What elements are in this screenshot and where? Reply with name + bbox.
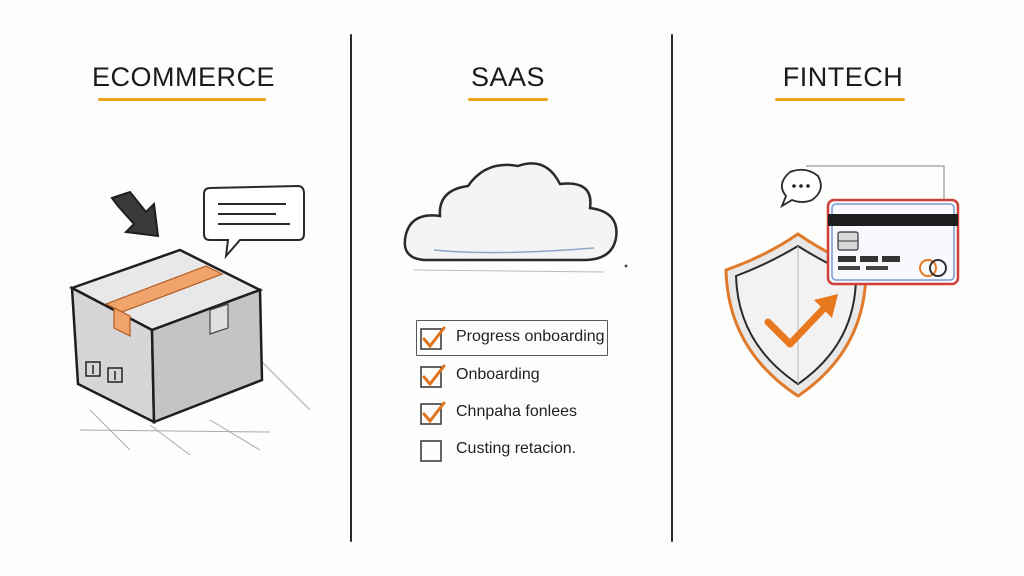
checklist-label-3: Chnpaha fonlees [456,403,577,420]
checkmark-icon [420,401,446,425]
checklist-label-1: Progress onboarding [456,328,605,345]
checkbox-checked-3[interactable] [420,401,446,425]
checklist-item-2[interactable]: Onboarding [420,360,540,390]
package-box-icon [68,184,311,456]
down-arrow-icon [110,190,160,238]
checklist-item-3[interactable]: Chnpaha fonlees [420,397,577,427]
checkbox-checked-1[interactable] [420,326,446,350]
chat-bubble-icon [780,168,822,209]
fintech-underline [775,98,905,101]
credit-card-icon [826,198,960,286]
shield-card-icon [724,165,960,398]
checkmark-icon [420,326,446,350]
checklist-item-1[interactable]: Progress onboarding [420,322,605,352]
checkbox-checked-2[interactable] [420,364,446,388]
checklist-item-4[interactable]: Custing retacion. [420,434,576,464]
checkmark-icon [420,364,446,388]
checklist-highlight-frame [416,320,608,356]
saas-title: SAAS [470,62,546,92]
column-divider-right [671,34,673,542]
checklist-label-2: Onboarding [456,366,540,383]
checklist-label-4: Custing retacion. [456,440,577,457]
column-divider-left [350,34,352,542]
saas-underline [468,98,548,101]
ecommerce-title: ECOMMERCE [92,62,276,92]
cloud-icon [403,162,628,273]
speech-bubble-icon [203,184,305,260]
empty-checkbox-icon [420,440,442,462]
checkbox-unchecked-4[interactable] [420,438,442,462]
ecommerce-underline [98,98,266,101]
fintech-title: FINTECH [782,62,904,92]
